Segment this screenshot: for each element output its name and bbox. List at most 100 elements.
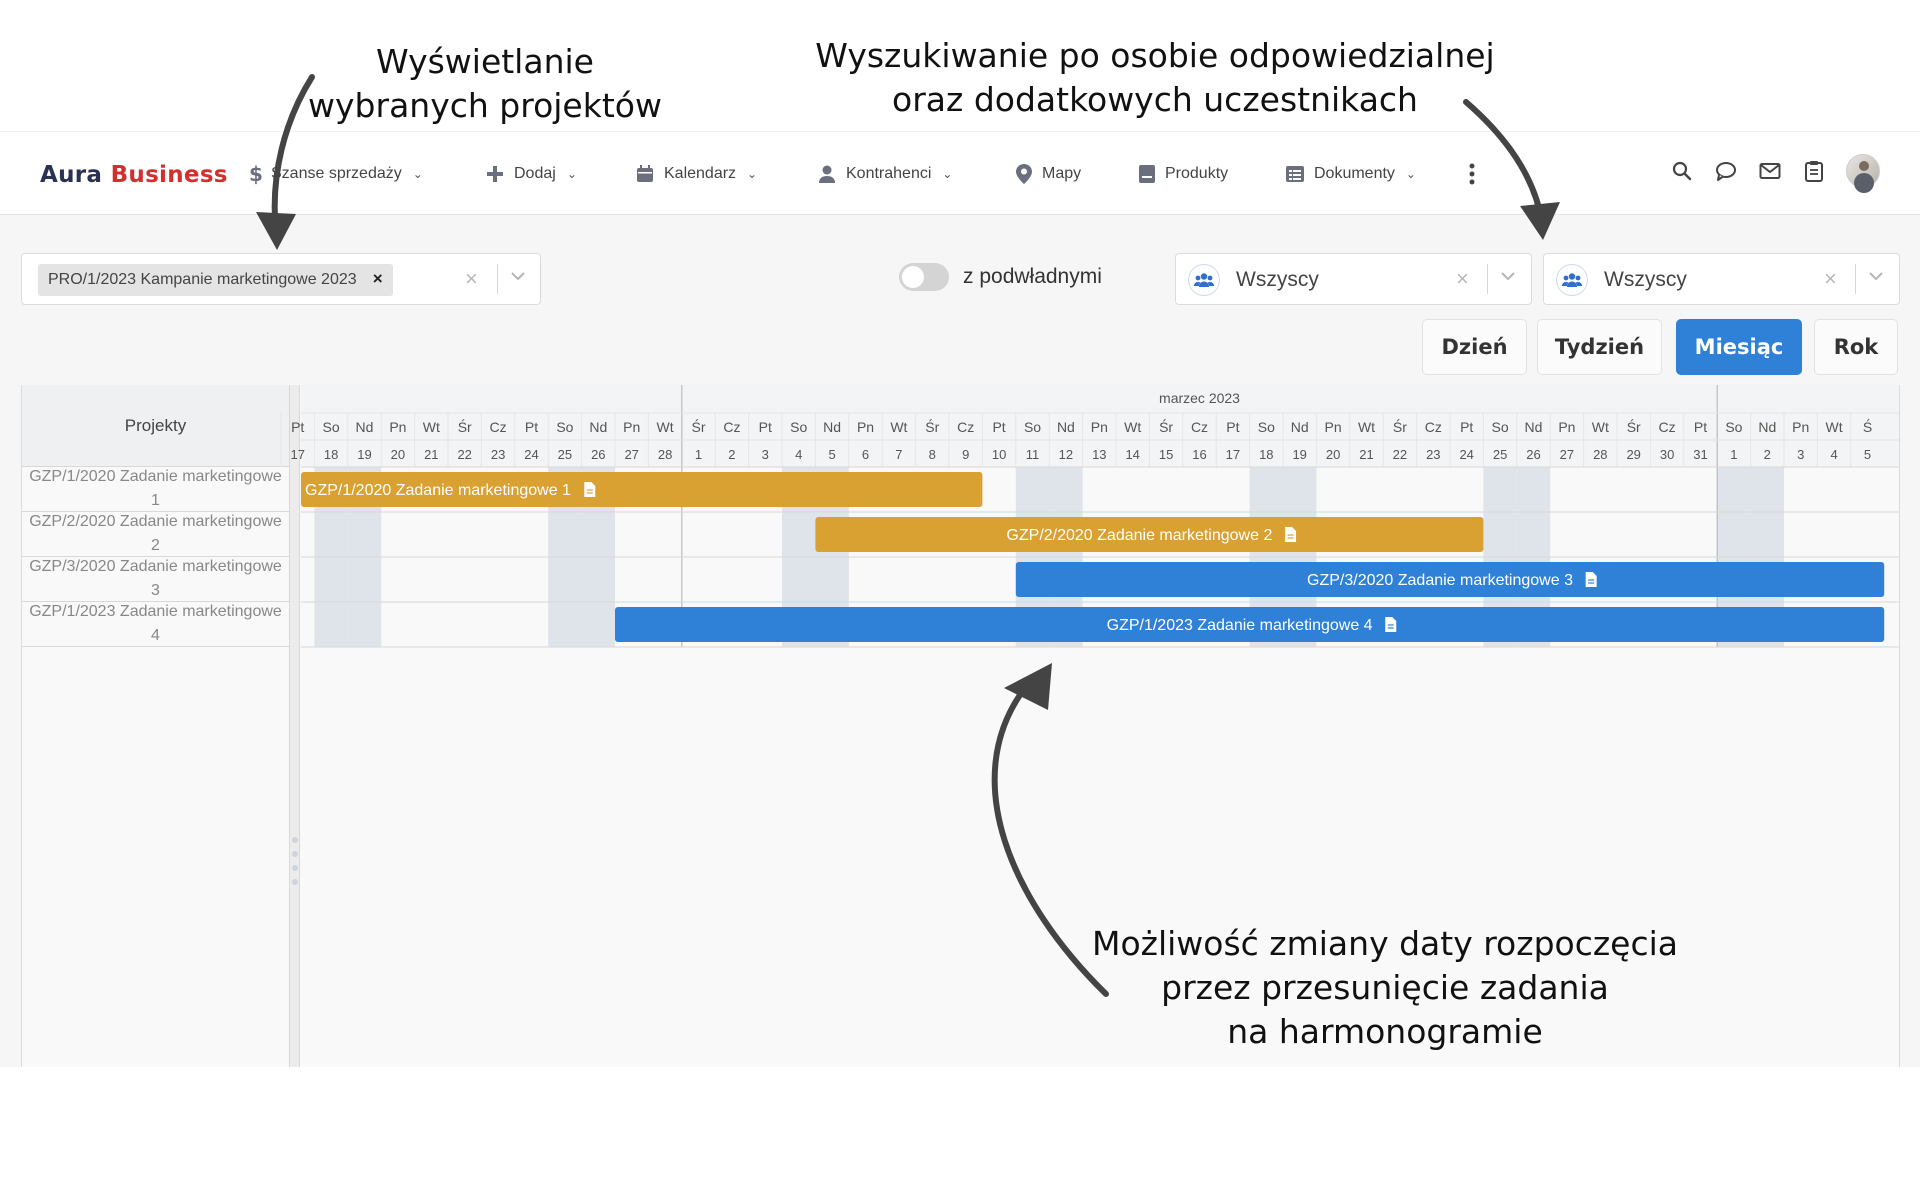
clear-selection-icon[interactable]: × xyxy=(1456,266,1469,291)
select-separator xyxy=(497,264,498,294)
search-button[interactable] xyxy=(1670,159,1694,183)
day-number-label: 5 xyxy=(1864,447,1871,462)
day-of-week-label: Śr xyxy=(692,418,706,435)
calendar-icon xyxy=(637,165,653,182)
more-vertical-icon xyxy=(1469,163,1475,185)
project-select[interactable]: PRO/1/2023 Kampanie marketingowe 2023 × … xyxy=(21,253,541,305)
chevron-down-icon: ⌄ xyxy=(747,167,758,181)
clear-selection-icon[interactable]: × xyxy=(1824,266,1837,291)
nav-calendar[interactable]: Kalendarz ⌄ xyxy=(635,160,757,188)
chevron-down-icon: ⌄ xyxy=(942,167,953,181)
day-number-label: 3 xyxy=(1797,447,1804,462)
day-of-week-label: Pt xyxy=(291,419,304,435)
day-of-week-label: So xyxy=(1492,419,1509,435)
day-of-week-label: Wt xyxy=(657,419,674,435)
day-number-label: 13 xyxy=(1092,447,1106,462)
nav-products[interactable]: Produkty xyxy=(1138,160,1228,188)
day-of-week-label: Pn xyxy=(623,419,640,435)
select-separator xyxy=(1487,264,1488,294)
day-number-label: 29 xyxy=(1626,447,1640,462)
chevron-down-icon[interactable] xyxy=(1868,268,1884,284)
view-year-button[interactable]: Rok xyxy=(1814,319,1898,375)
map-pin-icon xyxy=(1016,164,1032,184)
nav-maps[interactable]: Mapy xyxy=(1015,160,1081,188)
subordinates-toggle-label: z podwładnymi xyxy=(963,265,1102,288)
day-of-week-label: Nd xyxy=(823,419,841,435)
day-of-week-label: Pt xyxy=(1226,419,1239,435)
day-of-week-label: Pt xyxy=(759,419,772,435)
chip-remove-icon[interactable]: × xyxy=(372,269,383,288)
app-logo[interactable]: Aura Business xyxy=(40,162,228,188)
day-number-label: 18 xyxy=(324,447,338,462)
selected-project-chip: PRO/1/2023 Kampanie marketingowe 2023 × xyxy=(38,264,393,296)
day-number-label: 30 xyxy=(1660,447,1674,462)
plus-icon xyxy=(487,166,503,182)
task-bar[interactable] xyxy=(815,517,1484,552)
grip-dot xyxy=(292,837,298,843)
day-of-week-label: Cz xyxy=(1191,419,1208,435)
day-number-label: 28 xyxy=(658,447,672,462)
top-navigation-bar: Aura Business $ Szanse sprzedaży ⌄ Dodaj… xyxy=(0,131,1920,215)
day-of-week-label: Pt xyxy=(525,419,538,435)
project-row-label[interactable]: GZP/3/2020 Zadanie marketingowe 3 xyxy=(22,557,289,602)
nav-label: Dokumenty xyxy=(1314,165,1395,182)
day-number-label: 14 xyxy=(1125,447,1139,462)
day-of-week-label: Nd xyxy=(589,419,607,435)
view-day-button[interactable]: Dzień xyxy=(1422,319,1527,375)
day-number-label: 17 xyxy=(1226,447,1240,462)
clear-selection-icon[interactable]: × xyxy=(465,266,478,291)
chevron-down-icon: ⌄ xyxy=(412,167,423,181)
user-avatar[interactable] xyxy=(1846,154,1880,193)
day-number-label: 16 xyxy=(1192,447,1206,462)
project-row-label[interactable]: GZP/2/2020 Zadanie marketingowe 2 xyxy=(22,512,289,557)
nav-documents[interactable]: Dokumenty ⌄ xyxy=(1285,160,1416,188)
day-number-label: 2 xyxy=(728,447,735,462)
chevron-down-icon[interactable] xyxy=(510,268,526,284)
clipboard-icon xyxy=(1805,161,1823,182)
more-menu-button[interactable] xyxy=(1468,160,1476,188)
day-of-week-label: Nd xyxy=(1291,419,1309,435)
participants-select[interactable]: Wszyscy × xyxy=(1543,253,1900,305)
chat-icon xyxy=(1716,162,1736,181)
day-number-label: 3 xyxy=(762,447,769,462)
task-bar[interactable] xyxy=(615,607,1885,642)
chevron-down-icon[interactable] xyxy=(1500,268,1516,284)
nav-sales-opportunities[interactable]: $ Szanse sprzedaży ⌄ xyxy=(248,160,423,188)
task-bar-label: GZP/1/2020 Zadanie marketingowe 1 xyxy=(305,482,571,499)
day-number-label: 4 xyxy=(1830,447,1837,462)
task-bar[interactable] xyxy=(1015,562,1885,597)
day-of-week-label: Cz xyxy=(490,419,507,435)
mail-button[interactable] xyxy=(1758,159,1782,183)
nav-contractors[interactable]: Kontrahenci ⌄ xyxy=(817,160,952,188)
participants-value: Wszyscy xyxy=(1604,268,1687,291)
project-row-label[interactable]: GZP/1/2023 Zadanie marketingowe 4 xyxy=(22,602,289,647)
responsible-person-select[interactable]: Wszyscy × xyxy=(1175,253,1532,305)
tasks-button[interactable] xyxy=(1802,159,1826,183)
users-group-icon xyxy=(1556,264,1588,296)
subordinates-toggle[interactable] xyxy=(899,263,949,291)
day-number-label: 20 xyxy=(391,447,405,462)
chat-button[interactable] xyxy=(1714,159,1738,183)
day-number-label: 22 xyxy=(1393,447,1407,462)
day-of-week-label: Cz xyxy=(957,419,974,435)
day-number-label: 17 xyxy=(290,447,304,462)
nav-label: Kontrahenci xyxy=(846,165,932,182)
day-of-week-label: Pn xyxy=(1091,419,1108,435)
day-number-label: 15 xyxy=(1159,447,1173,462)
task-bar[interactable] xyxy=(301,472,983,507)
view-week-button[interactable]: Tydzień xyxy=(1537,319,1662,375)
logo-text-business: Business xyxy=(110,162,228,188)
day-number-label: 10 xyxy=(992,447,1006,462)
day-number-label: 24 xyxy=(524,447,538,462)
callout-selected-projects: Wyświetlanie wybranych projektów xyxy=(308,42,662,125)
callout-drag-to-reschedule: Możliwość zmiany daty rozpoczęcia przez … xyxy=(1091,924,1679,1051)
pane-resize-handle[interactable] xyxy=(290,385,300,1067)
users-group-icon xyxy=(1188,264,1220,296)
timeline-header-background xyxy=(301,385,1899,467)
project-row-label[interactable]: GZP/1/2020 Zadanie marketingowe 1 xyxy=(22,467,289,512)
day-of-week-label: Wt xyxy=(1592,419,1609,435)
nav-label: Produkty xyxy=(1165,165,1229,182)
nav-add[interactable]: Dodaj ⌄ xyxy=(485,160,577,188)
header-right-icons xyxy=(1670,154,1880,193)
view-month-button[interactable]: Miesiąc xyxy=(1676,319,1802,375)
